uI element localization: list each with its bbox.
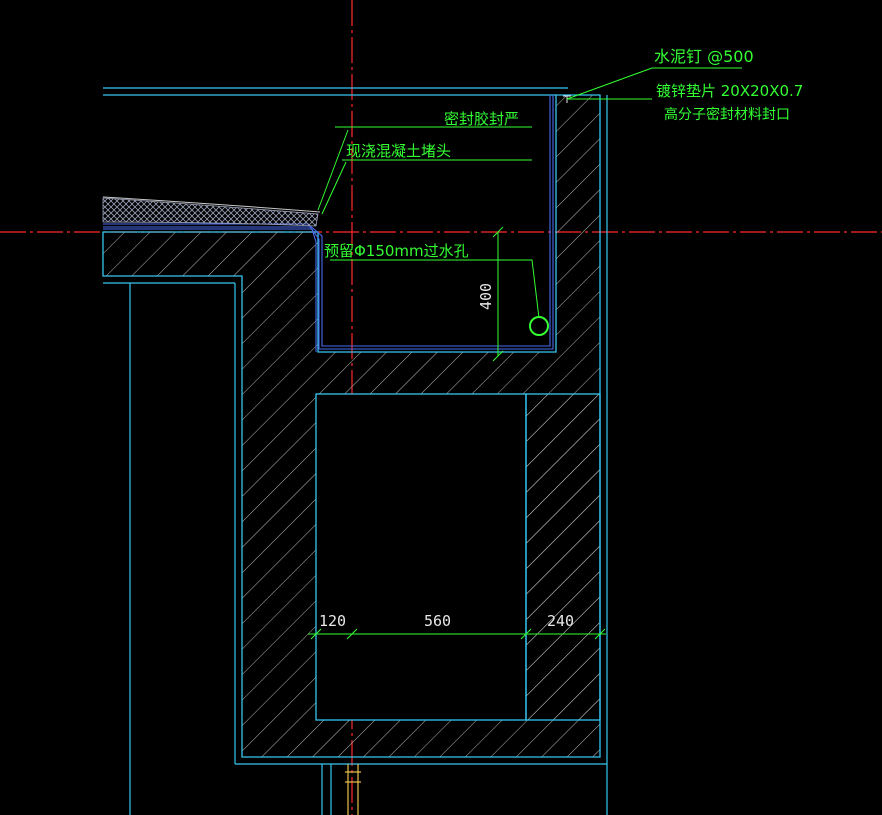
dimension-lines <box>308 226 606 640</box>
dim-400-tick-top <box>492 226 504 238</box>
roof-insulation-layers <box>102 196 321 227</box>
cement-nail-label: 水泥钉 @500 <box>654 47 754 66</box>
waterproof-membrane <box>103 95 554 352</box>
bottom-post <box>345 764 361 815</box>
dim-560-text: 560 <box>424 612 451 630</box>
membrane-line-3 <box>103 228 317 352</box>
roof-top-line <box>102 196 321 213</box>
insulation-layer <box>102 197 319 227</box>
drain-hole-label: 预留Φ150mm过水孔 <box>324 242 469 260</box>
dim-tick-2 <box>346 628 358 640</box>
leader-drain-hole <box>330 259 540 319</box>
dim-240-text: 240 <box>547 612 574 630</box>
dim-400-text: 400 <box>477 283 495 310</box>
leader-sealant-diag <box>317 129 349 211</box>
sealant-label: 密封胶封严 <box>444 110 519 128</box>
leader-plug-diag <box>321 161 347 215</box>
leader-lines <box>317 67 742 319</box>
dim-tick-4 <box>594 628 606 640</box>
membrane-line-2 <box>103 95 554 350</box>
inner-void <box>315 393 527 721</box>
drain-hole-icon <box>529 316 549 336</box>
dim-400-tick-bottom <box>492 350 504 362</box>
dim-tick-1 <box>310 628 322 640</box>
outline-lines <box>103 87 608 815</box>
dim-120-text: 120 <box>319 612 346 630</box>
right-wall-hatch-band <box>525 393 601 721</box>
dim-tick-3 <box>520 628 532 640</box>
cast-concrete-plug-label: 现浇混凝土堵头 <box>346 142 451 160</box>
polymer-seal-label: 高分子密封材料封口 <box>664 106 790 123</box>
concrete-section <box>102 94 601 758</box>
galvanized-washer-label: 镀锌垫片 20X20X0.7 <box>656 82 803 100</box>
leader-cement-nail <box>566 67 653 100</box>
